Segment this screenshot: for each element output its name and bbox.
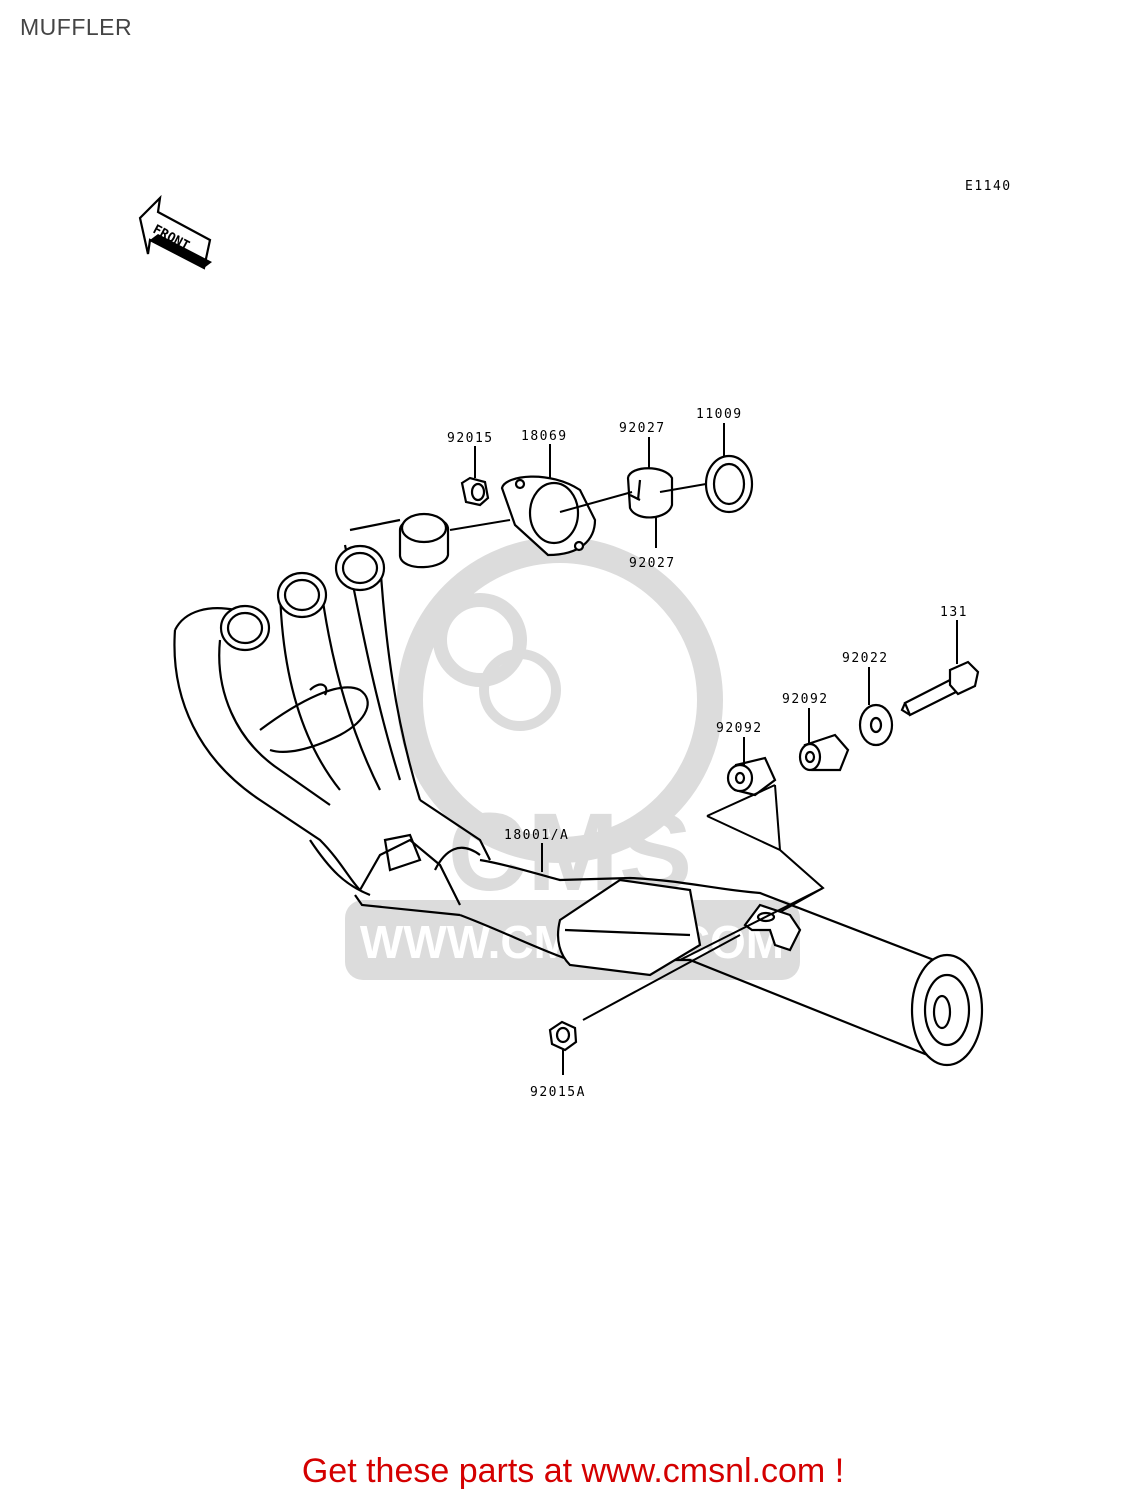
diagram-code: E1140 (965, 179, 1012, 194)
nut-92015A (548, 1020, 578, 1052)
damper-92092-b (726, 756, 777, 797)
washer-92022 (858, 703, 894, 747)
nut-92015 (460, 476, 490, 507)
part-label-18069: 18069 (521, 429, 568, 444)
part-label-92015A: 92015A (530, 1085, 586, 1100)
part-label-92027-top: 92027 (619, 421, 666, 436)
part-label-18001A: 18001/A (504, 828, 569, 843)
part-label-11009: 11009 (696, 407, 743, 422)
part-label-92092-right: 92092 (782, 692, 829, 707)
bolt-131 (900, 660, 980, 717)
muffler-body (459, 858, 984, 1067)
part-label-92015: 92015 (447, 431, 494, 446)
part-label-92092-left: 92092 (716, 721, 763, 736)
part-labels: 92015 18069 92027 11009 92027 131 92022 … (447, 407, 968, 1100)
collar-92027 (626, 467, 674, 519)
gasket-18069 (500, 475, 597, 557)
part-label-92027-bottom: 92027 (629, 556, 676, 571)
page-title: MUFFLER (20, 14, 133, 40)
damper-92092-a (798, 733, 850, 772)
part-label-131: 131 (940, 605, 968, 620)
exhaust-header-pipes (173, 512, 450, 897)
front-arrow-icon: FRONT (138, 194, 212, 270)
part-label-92022: 92022 (842, 651, 889, 666)
collector-clamps (354, 799, 491, 917)
assembly-lines (449, 423, 958, 1075)
gasket-ring-11009 (704, 454, 754, 514)
footer-cta-link[interactable]: Get these parts at www.cmsnl.com ! (301, 1452, 845, 1490)
